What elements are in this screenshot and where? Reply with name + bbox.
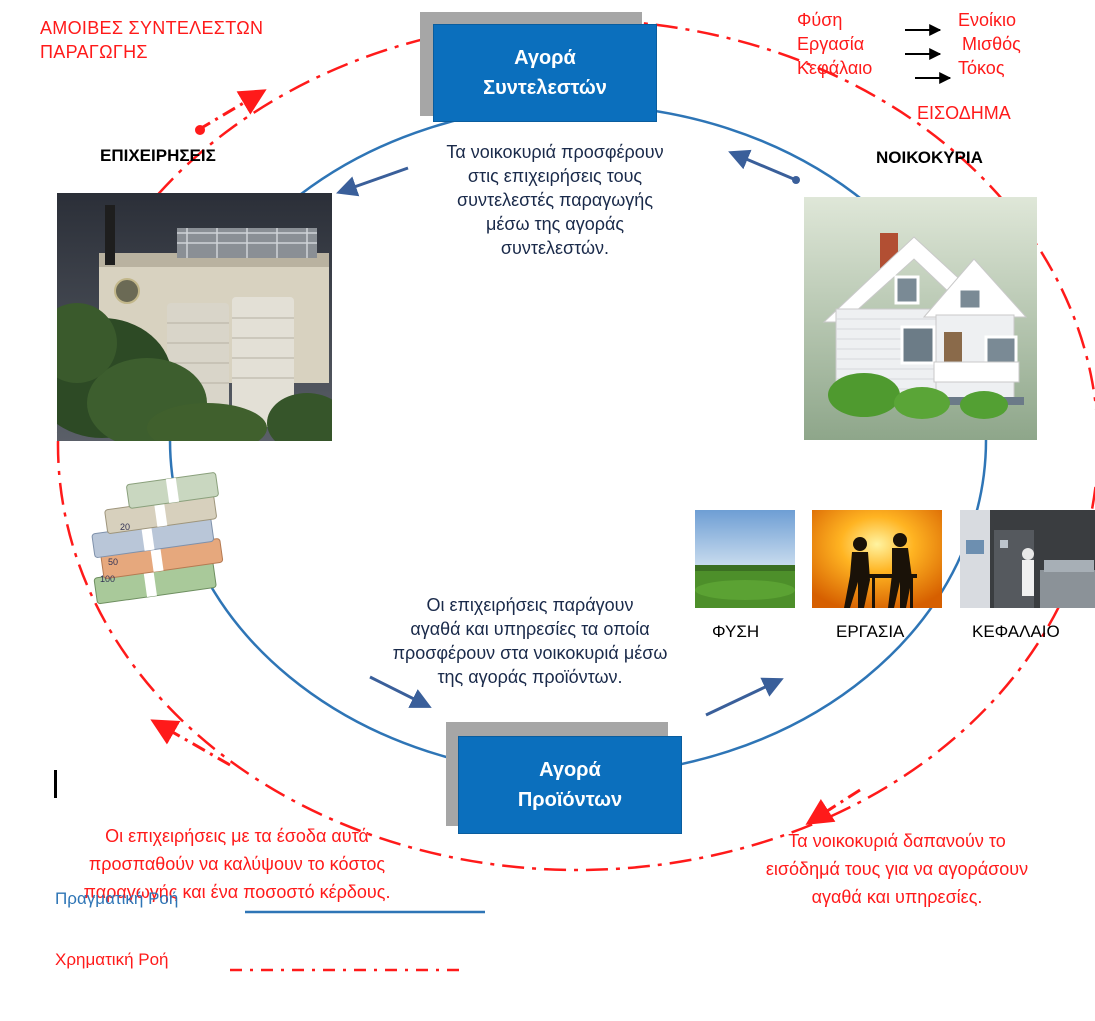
firms-produce-text: Οι επιχειρήσεις παράγουν αγαθά και υπηρε… <box>392 595 668 687</box>
households-offer-text: Τα νοικοκυριά προσφέρουν στις επιχειρήσε… <box>446 142 664 258</box>
svg-text:20: 20 <box>120 522 130 532</box>
money-flow-arrow-bottom-left <box>150 719 231 767</box>
factor-list: Φύση Εργασία Κεφάλαιο <box>797 10 873 78</box>
money-flow-arrow-bottom-right <box>805 788 861 825</box>
money-flow-arrow-top-left <box>197 89 267 132</box>
factor-rewards-title: ΑΜΟΙΒΕΣ ΣΥΝΤΕΛΕΣΤΩΝ ΠΑΡΑΓΩΓΗΣ <box>40 18 264 62</box>
money-stack-illustration: 100 50 20 <box>80 470 250 620</box>
text-cursor <box>54 770 57 798</box>
real-flow-arrow-left <box>336 166 409 197</box>
legend-real-flow-label: Πραγματική Ροή <box>55 889 179 908</box>
real-flow-arrow-top-right <box>728 149 797 182</box>
real-flow-arrow-bottom-right <box>705 677 784 717</box>
labour-label: ΕΡΓΑΣΙΑ <box>836 622 905 641</box>
product-market-box: Αγορά Προϊόντων <box>458 736 682 834</box>
households-label: ΝΟΙΚΟΚΥΡΙΑ <box>876 148 983 167</box>
factor-market-box: Αγορά Συντελεστών <box>433 24 657 122</box>
house-illustration <box>804 197 1037 440</box>
factory-photo <box>57 193 332 441</box>
capital-label: ΚΕΦΑΛΑΙΟ <box>972 622 1060 641</box>
firms-revenue-text: Οι επιχειρήσεις με τα έσοδα αυτά προσπαθ… <box>83 826 391 902</box>
nature-label: ΦΥΣΗ <box>712 622 760 641</box>
real-flow-arrow-bottom-left <box>369 675 432 708</box>
legend-money-flow-label: Χρηματική Ροή <box>55 950 169 969</box>
field-photo <box>695 510 795 608</box>
households-spend-text: Τα νοικοκυριά δαπανούν το εισόδημά τους … <box>765 831 1029 907</box>
svg-text:50: 50 <box>108 557 118 567</box>
svg-text:100: 100 <box>100 574 115 584</box>
workers-photo <box>812 510 942 608</box>
income-label: ΕΙΣΟΔΗΜΑ <box>917 103 1011 123</box>
factory-interior-photo <box>960 510 1095 608</box>
reward-list: Ενοίκιο Μισθός Τόκος <box>958 10 1021 78</box>
firms-label: ΕΠΙΧΕΙΡΗΣΕΙΣ <box>100 146 216 165</box>
